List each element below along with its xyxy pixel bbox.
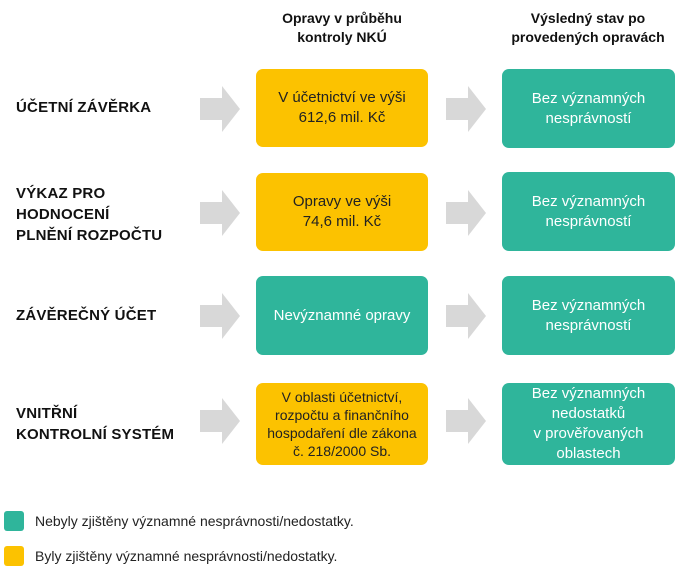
arrow-right-icon <box>200 86 240 132</box>
result-box-final-account: Bez významných nesprávností <box>502 276 675 355</box>
correction-box-budget-report: Opravy ve výši 74,6 mil. Kč <box>256 173 428 251</box>
arrow-right-icon <box>446 293 486 339</box>
result-box-internal-control: Bez významných nedostatků v prověřovanýc… <box>502 383 675 465</box>
result-box-budget-report: Bez významných nesprávností <box>502 172 675 251</box>
correction-box-accounting-statement: V účetnictví ve výši 612,6 mil. Kč <box>256 69 428 147</box>
row-label-final-account: ZÁVĚREČNÝ ÚČET <box>16 307 157 324</box>
correction-box-final-account: Nevýznamné opravy <box>256 276 428 355</box>
row-label-budget-report: VÝKAZ PRO HODNOCENÍ PLNĚNÍ ROZPOČTU <box>16 185 163 244</box>
correction-box-internal-control: V oblasti účetnictví, rozpočtu a finančn… <box>256 383 428 465</box>
row-label-accounting-statement: ÚČETNÍ ZÁVĚRKA <box>16 99 152 116</box>
arrow-right-icon <box>200 398 240 444</box>
arrow-right-icon <box>446 398 486 444</box>
legend-text-yellow: Byly zjištěny významné nesprávnosti/nedo… <box>35 548 338 564</box>
row-label-internal-control: VNITŘNÍ KONTROLNÍ SYSTÉM <box>16 405 175 443</box>
arrow-right-icon <box>446 190 486 236</box>
arrow-right-icon <box>446 86 486 132</box>
result-box-accounting-statement: Bez významných nesprávností <box>502 69 675 148</box>
legend-swatch-yellow <box>4 546 24 566</box>
legend-text-teal: Nebyly zjištěny významné nesprávnosti/ne… <box>35 513 354 529</box>
header-result: Výsledný stav po provedených opravách <box>511 10 665 45</box>
arrow-right-icon <box>200 293 240 339</box>
header-corrections: Opravy v průběhu kontroly NKÚ <box>282 10 402 45</box>
legend-swatch-teal <box>4 511 24 531</box>
arrow-right-icon <box>200 190 240 236</box>
